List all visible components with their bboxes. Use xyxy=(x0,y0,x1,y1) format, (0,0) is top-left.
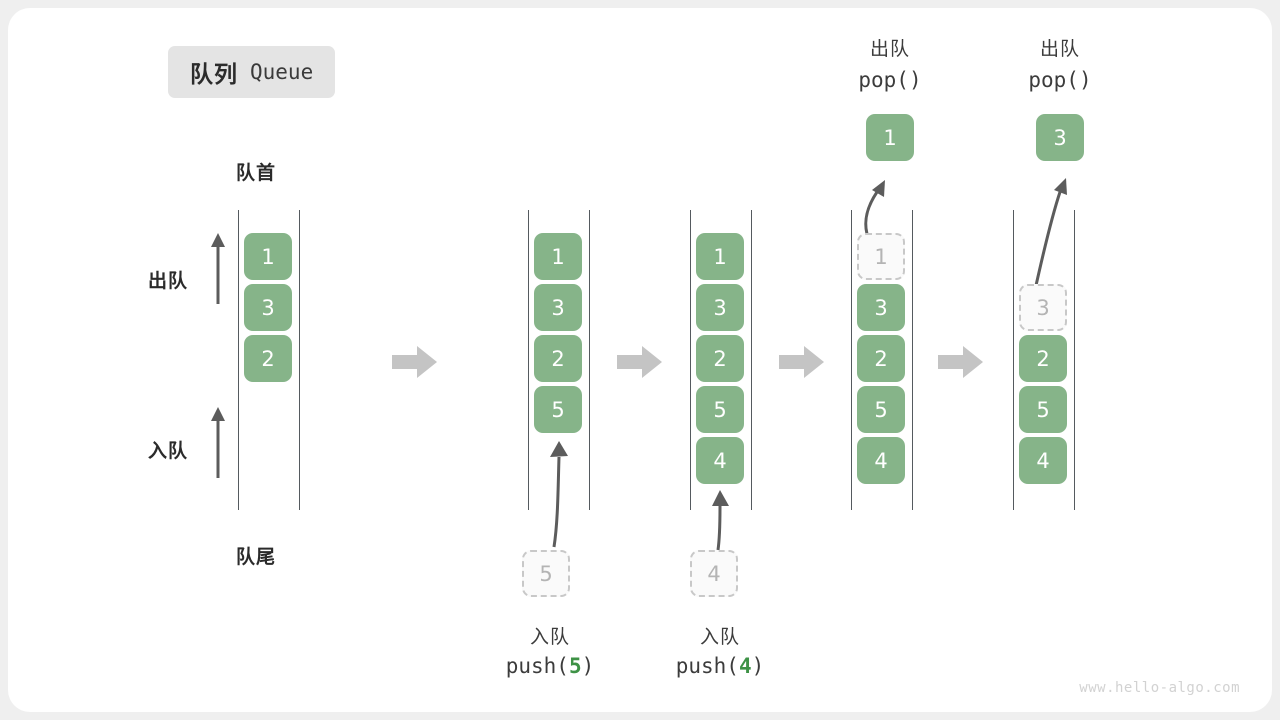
queue-cell: 3 xyxy=(696,284,744,331)
queue-cells-stage-4: 1 3 2 5 4 xyxy=(857,233,905,484)
queue-cell: 3 xyxy=(857,284,905,331)
code-num: 5 xyxy=(568,654,582,678)
queue-cell: 5 xyxy=(534,386,582,433)
step-arrow-icon xyxy=(392,346,437,378)
queue-cell: 2 xyxy=(1019,335,1067,382)
queue-cell: 1 xyxy=(534,233,582,280)
push-5-arrow-icon xyxy=(550,441,568,548)
pop-3-arrow-icon xyxy=(1033,178,1067,291)
title-cn: 队列 xyxy=(190,61,238,87)
queue-cells-stage-2: 1 3 2 5 xyxy=(534,233,582,433)
push-4-caption-cn: 入队 xyxy=(699,627,740,648)
queue-cell: 5 xyxy=(857,386,905,433)
queue-cell: 3 xyxy=(1019,284,1067,331)
pop-1-caption-cn: 出队 xyxy=(869,39,910,60)
queue-cell: 2 xyxy=(244,335,292,382)
pop-3-caption-cn: 出队 xyxy=(1039,39,1080,60)
queue-cell xyxy=(1019,233,1067,280)
rail-right-stage-5 xyxy=(1074,210,1075,510)
pop-1-caption-code: pop() xyxy=(810,68,970,92)
push-4-arrow-icon xyxy=(712,490,729,551)
watermark: www.hello-algo.com xyxy=(1079,680,1240,696)
queue-cell: 5 xyxy=(1019,386,1067,433)
rail-left-stage-2 xyxy=(528,210,529,510)
code-post: ) xyxy=(908,68,922,92)
dequeue-direction-label: 出队 xyxy=(148,271,189,292)
code-post: ) xyxy=(751,654,765,678)
queue-cell: 5 xyxy=(696,386,744,433)
code-post: ) xyxy=(1078,68,1092,92)
push-5-caption-cn: 入队 xyxy=(529,627,570,648)
step-arrow-icon xyxy=(938,346,983,378)
code-pre: push( xyxy=(505,654,569,678)
title-en: Queue xyxy=(250,60,314,84)
incoming-cell-stage-3: 4 xyxy=(690,550,738,597)
rail-left-stage-4 xyxy=(851,210,852,510)
rail-right-stage-3 xyxy=(751,210,752,510)
queue-tail-label: 队尾 xyxy=(236,547,277,568)
queue-cell: 4 xyxy=(1019,437,1067,484)
step-arrow-icon xyxy=(779,346,824,378)
queue-cell: 4 xyxy=(696,437,744,484)
rail-left-stage-5 xyxy=(1013,210,1014,510)
enqueue-direction-label: 入队 xyxy=(148,441,189,462)
queue-cell: 1 xyxy=(244,233,292,280)
popped-cell-stage-5: 3 xyxy=(1036,114,1084,161)
code-pre: pop( xyxy=(1028,68,1079,92)
dequeue-arrow-icon xyxy=(211,233,225,304)
pop-3-caption-code: pop() xyxy=(980,68,1140,92)
queue-cell: 3 xyxy=(244,284,292,331)
rail-right-stage-2 xyxy=(589,210,590,510)
popped-cell-stage-4: 1 xyxy=(866,114,914,161)
queue-cell: 2 xyxy=(534,335,582,382)
queue-cell: 1 xyxy=(857,233,905,280)
incoming-cell-stage-2: 5 xyxy=(522,550,570,597)
rail-left-stage-1 xyxy=(238,210,239,510)
queue-cell: 2 xyxy=(857,335,905,382)
code-num: 4 xyxy=(738,654,752,678)
rail-right-stage-1 xyxy=(299,210,300,510)
push-5-caption-code: push(5) xyxy=(470,654,630,678)
rail-left-stage-3 xyxy=(690,210,691,510)
code-pre: push( xyxy=(675,654,739,678)
code-pre: pop( xyxy=(858,68,909,92)
push-4-caption-code: push(4) xyxy=(640,654,800,678)
queue-cell: 4 xyxy=(857,437,905,484)
code-post: ) xyxy=(581,654,595,678)
queue-cells-stage-1: 1 3 2 xyxy=(244,233,292,382)
queue-cell: 1 xyxy=(696,233,744,280)
queue-cell: 3 xyxy=(534,284,582,331)
pop-1-arrow-icon xyxy=(864,180,885,235)
queue-cell: 2 xyxy=(696,335,744,382)
queue-cells-stage-3: 1 3 2 5 4 xyxy=(696,233,744,484)
step-arrow-icon xyxy=(617,346,662,378)
enqueue-arrow-icon xyxy=(211,407,225,478)
queue-cells-stage-5: 3 2 5 4 xyxy=(1019,233,1067,484)
queue-head-label: 队首 xyxy=(236,163,277,184)
title-badge: 队列 Queue xyxy=(168,46,336,98)
rail-right-stage-4 xyxy=(912,210,913,510)
